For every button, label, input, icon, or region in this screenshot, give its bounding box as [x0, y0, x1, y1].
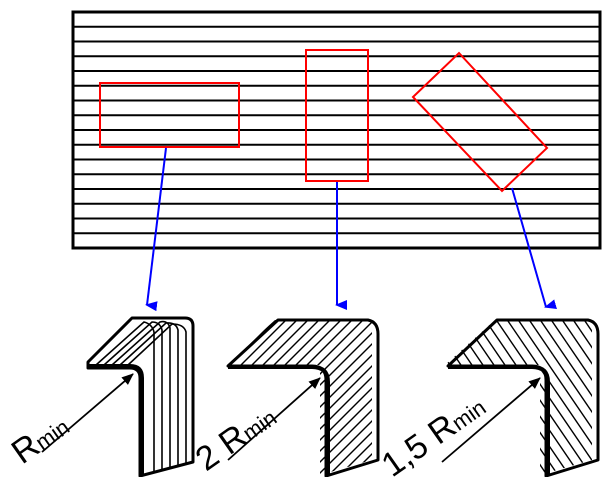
- bent-part-2: [0, 280, 607, 477]
- radius-arrow-2: [227, 377, 321, 461]
- sheet-grain-lines: [73, 25, 600, 235]
- bent-part-3: [0, 280, 607, 477]
- bent-part-3-grain: [0, 280, 607, 477]
- grain-line: [320, 320, 372, 475]
- radius-label-1: Rmin: [5, 406, 76, 472]
- cut-outlines: [99, 49, 549, 193]
- blue-arrows: [145, 147, 557, 312]
- grain-line: [320, 320, 372, 475]
- radius-arrow-1: [41, 373, 134, 453]
- arrow-to-part-3: [511, 187, 557, 310]
- grain-line: [320, 320, 372, 475]
- grain-line: [601, 280, 607, 477]
- grain-line: [320, 320, 372, 475]
- bent-part-2-outline: [226, 318, 380, 477]
- grain-line: [540, 320, 592, 475]
- grain-line: [0, 280, 7, 477]
- radius-arrow-3: [441, 377, 541, 463]
- radius-labels: Rmin 2 Rmin 1,5 Rmin: [5, 386, 492, 477]
- grain-line: [540, 320, 592, 475]
- grain-line: [601, 280, 607, 477]
- bent-part-3-inner-edge: [448, 365, 550, 476]
- radius-label-2: 2 Rmin: [189, 397, 283, 477]
- grain-line: [320, 320, 372, 475]
- grain-line: [320, 320, 372, 475]
- grain-line: [0, 280, 3, 477]
- radius-label-3: 1,5 Rmin: [375, 386, 492, 477]
- grain-line: [0, 280, 3, 477]
- grain-line: [0, 280, 7, 477]
- grain-line: [540, 320, 592, 475]
- arrow-to-part-1: [145, 147, 167, 312]
- grain-line: [601, 280, 607, 477]
- cut-outline-diagonal: [411, 51, 549, 193]
- grain-line: [540, 320, 592, 475]
- bent-part-1: [86, 316, 195, 477]
- radius-arrows: [41, 373, 541, 463]
- cut-outline-horizontal: [99, 82, 240, 148]
- grain-line: [540, 320, 587, 475]
- cut-outline-vertical: [305, 49, 369, 182]
- bent-part-1-grain: [95, 320, 187, 472]
- grain-line: [540, 320, 592, 475]
- bent-part-2-grain: [0, 280, 607, 477]
- bent-part-2-inner-edge: [228, 365, 330, 476]
- grain-line: [540, 320, 592, 475]
- bent-part-1-inner-edge: [88, 364, 144, 476]
- grain-line: [601, 280, 607, 477]
